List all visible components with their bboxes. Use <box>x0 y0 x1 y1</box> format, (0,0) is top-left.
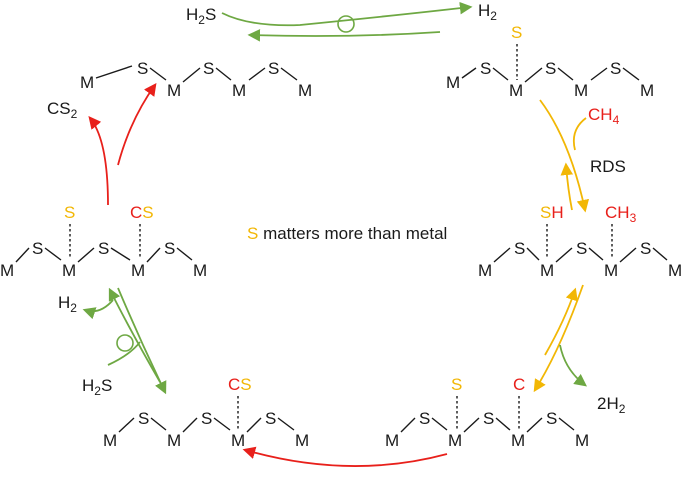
top-h2s-exchange-arrows <box>221 1 473 42</box>
sulfur-atom: S <box>610 59 621 78</box>
center-caption: S matters more than metal <box>247 224 447 243</box>
sulfur-atom: S <box>640 239 651 258</box>
top-forward-arrow <box>221 1 473 27</box>
left-h2s-label: H2S <box>82 376 112 398</box>
sulfur-atom: S <box>138 409 149 428</box>
left-h2s-feed-curve <box>107 341 141 366</box>
structure-top-left: M S M S M S M <box>80 59 312 100</box>
methyl-adsorbate: CH3 <box>605 203 637 225</box>
sulfur-atom: S <box>98 239 109 258</box>
rehydrogenation-arrow <box>544 287 578 356</box>
chain-bonds <box>461 67 640 83</box>
adsorbed-carbon: C <box>513 375 525 394</box>
left-cs2-arrows <box>88 82 157 206</box>
metal-atom: M <box>574 81 588 100</box>
structure-bottom-right: S C M S M S M S M <box>385 375 589 450</box>
metal-atom: M <box>298 81 312 100</box>
top-reverse-arrow <box>247 29 441 42</box>
sulfur-atom: S <box>546 409 557 428</box>
metal-atom: M <box>385 431 399 450</box>
left-circle-marker <box>116 334 134 352</box>
sulfur-atom: S <box>576 239 587 258</box>
top-h2s-label: H2S <box>186 5 216 27</box>
metal-atom: M <box>103 431 117 450</box>
top-h2-label: H2 <box>478 1 497 23</box>
right-rds-arrows <box>539 99 590 213</box>
left-up-arrow <box>108 287 161 383</box>
two-h2-label: 2H2 <box>597 394 626 416</box>
cs2-release-arrow <box>88 116 109 206</box>
metal-atom: M <box>193 261 207 280</box>
adsorbed-sulfur: S <box>511 23 522 42</box>
metal-atom: M <box>509 81 523 100</box>
structure-bottom-left: CS M S M S M S M <box>103 375 309 450</box>
h2-release-arrow <box>559 344 588 387</box>
sulfur-atom: S <box>203 59 214 78</box>
top-circle-marker <box>337 15 355 33</box>
sh-adsorbate: SH <box>540 203 564 222</box>
metal-atom: M <box>167 81 181 100</box>
metal-atom: M <box>167 431 181 450</box>
sulfur-atom: S <box>483 409 494 428</box>
sulfur-atom: S <box>32 239 43 258</box>
chain-bonds <box>400 417 575 433</box>
regeneration-arrow <box>117 82 157 166</box>
chain-bonds <box>118 417 295 433</box>
sulfur-atom: S <box>419 409 430 428</box>
chain-bonds <box>493 247 668 263</box>
sulfur-atom: S <box>480 59 491 78</box>
sulfur-atom: S <box>137 59 148 78</box>
ch4-label: CH4 <box>588 105 620 127</box>
metal-atom: M <box>640 81 654 100</box>
ch4-activation-arrow <box>539 99 590 213</box>
metal-atom: M <box>604 261 618 280</box>
left-h2s-exchange-arrows <box>82 287 167 395</box>
rds-label: RDS <box>590 157 626 176</box>
right-lower-arrows <box>533 284 588 393</box>
bottom-cs-transfer-arrow <box>242 446 448 467</box>
left-down-arrow <box>117 287 167 395</box>
chain-bonds <box>95 65 298 83</box>
metal-atom: M <box>80 73 94 92</box>
rds-reverse-arrow <box>560 162 574 211</box>
sulfur-atom: S <box>268 59 279 78</box>
metal-atom: M <box>231 431 245 450</box>
adsorbed-sulfur: S <box>64 203 75 222</box>
metal-atom: M <box>62 261 76 280</box>
metal-atom: M <box>448 431 462 450</box>
structure-top-right: S M S M S M S M <box>446 23 654 100</box>
adsorbed-sulfur: S <box>451 375 462 394</box>
metal-atom: M <box>131 261 145 280</box>
ch4-feed-curve <box>572 117 587 151</box>
left-h2-release-arrow <box>82 299 114 320</box>
metal-atom: M <box>478 261 492 280</box>
cs-adsorbate: CS <box>228 375 252 394</box>
cs-adsorbate: CS <box>130 203 154 222</box>
metal-atom: M <box>0 261 14 280</box>
sulfur-atom: S <box>201 409 212 428</box>
sulfur-atom: S <box>545 59 556 78</box>
metal-atom: M <box>668 261 682 280</box>
metal-atom: M <box>232 81 246 100</box>
chain-bonds <box>15 247 193 263</box>
metal-atom: M <box>295 431 309 450</box>
sulfur-atom: S <box>514 239 525 258</box>
left-h2-label: H2 <box>58 293 77 315</box>
metal-atom: M <box>540 261 554 280</box>
dehydrogenation-arrow <box>533 284 584 393</box>
structure-right-middle: SH CH3 M S M S M S M <box>478 203 682 280</box>
cs2-label: CS2 <box>47 99 78 121</box>
structure-left-middle: S CS M S M S M S M <box>0 203 207 280</box>
metal-atom: M <box>511 431 525 450</box>
metal-atom: M <box>575 431 589 450</box>
sulfur-atom: S <box>265 409 276 428</box>
metal-atom: M <box>446 73 460 92</box>
sulfur-atom: S <box>164 239 175 258</box>
